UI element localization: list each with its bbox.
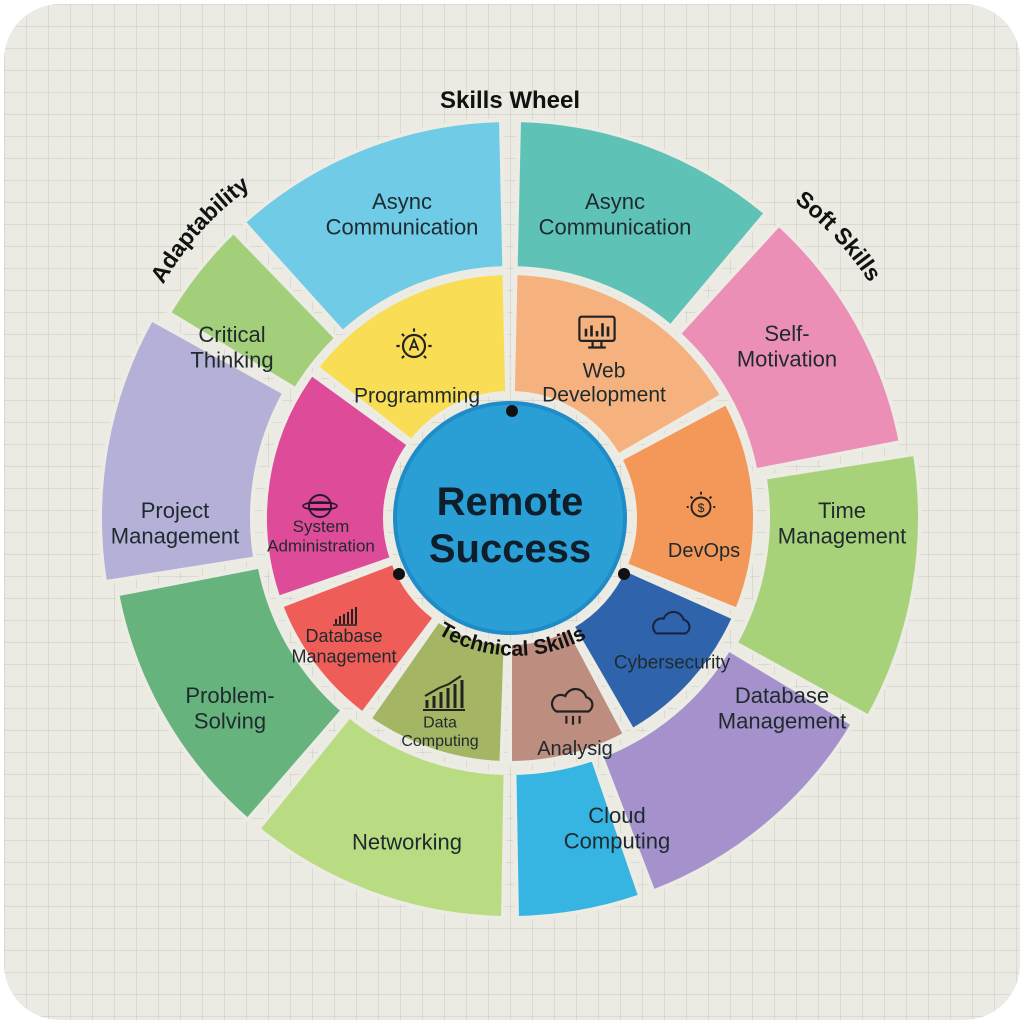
outer-segment-label: Thinking: [190, 347, 273, 372]
outer-segment-label: Critical: [198, 322, 265, 347]
outer-segment-label: Database: [735, 683, 829, 708]
outer-segment-shape: [512, 757, 643, 920]
outer-segment-label: Async: [585, 189, 645, 214]
outer-segment-problem-solving: Problem-Solving: [115, 564, 345, 822]
inner-segment-label: Development: [542, 383, 666, 406]
bar-chart-icon: [423, 675, 465, 711]
inner-segment-label: DevOps: [668, 540, 740, 562]
outer-segment-label: Project: [141, 498, 209, 523]
outer-segment-self-motivation: Self-Motivation: [676, 222, 903, 473]
outer-segment-shape: [115, 564, 345, 822]
cloud-icon: [652, 610, 691, 635]
outer-segment-label: Communication: [539, 214, 692, 239]
outer-segment-shape: [241, 118, 507, 335]
inner-segment-label: System: [293, 517, 350, 536]
center-title-line2: Success: [429, 527, 591, 571]
center-title-line1: Remote: [437, 480, 584, 524]
inner-segment-devops: $ DevOps: [618, 400, 757, 612]
inner-segment-label: Web: [583, 359, 626, 382]
outer-segment-label: Management: [111, 523, 239, 548]
center-circle: [397, 405, 623, 631]
inner-segment-label: Analysig: [537, 738, 613, 760]
bar-chart-small-icon: [333, 607, 357, 626]
outer-segment-label: Networking: [352, 830, 462, 855]
dollar-bulb-icon: $: [686, 491, 716, 518]
center-dot-right: [618, 568, 630, 580]
svg-text:$: $: [698, 501, 705, 515]
center-dot-left: [393, 568, 405, 580]
inner-segment-label: Data: [423, 714, 457, 731]
outer-segment-shape: [733, 451, 922, 719]
inner-segment-analysig: Analysig: [508, 626, 628, 765]
outer-segment-label: Cloud: [588, 803, 645, 828]
inner-segment-label: Programming: [354, 384, 480, 407]
outer-segment-label: Async: [372, 189, 432, 214]
inner-segment-label: Database: [305, 626, 382, 646]
inner-segment-cybersecurity: Cybersecurity: [570, 566, 736, 733]
outer-segment-label: Self-: [764, 321, 809, 346]
outer-segment-shape: [676, 222, 903, 473]
wheel-title: Skills Wheel: [440, 87, 580, 114]
inner-segment-label: Cybersecurity: [614, 653, 731, 674]
inner-segment-label: Computing: [401, 733, 478, 750]
outer-segment-label: Communication: [326, 214, 479, 239]
outer-segment-shape: [166, 229, 339, 392]
inner-segment-shape: [367, 618, 508, 765]
inner-segment-label: Administration: [267, 537, 375, 556]
outer-segment-label: Problem-: [185, 683, 274, 708]
inner-segment-programming: Programming: [314, 271, 510, 444]
inner-segment-shape: [279, 560, 437, 716]
outer-segment-label: Computing: [564, 828, 670, 853]
outer-segment-label: Management: [718, 708, 846, 733]
monitor-chart-icon: [578, 315, 616, 349]
outer-segment-label: Solving: [194, 708, 266, 733]
cloud-rain-icon: [550, 687, 594, 725]
inner-segment-shape: [508, 626, 628, 765]
outer-segment-label: Motivation: [737, 346, 837, 371]
outer-segment-label: Management: [778, 523, 906, 548]
outer-segment-shape: [98, 317, 287, 585]
outer-segment-shape: [256, 714, 508, 920]
inner-segment-shape: [570, 566, 736, 733]
lightbulb-icon: [396, 328, 432, 359]
center-dot-top: [506, 405, 518, 417]
outer-segment-networking: Networking: [256, 714, 508, 920]
inner-segment-label: Management: [291, 647, 396, 667]
outer-segment-shape: [599, 647, 855, 894]
outer-segment-shape: [513, 118, 768, 329]
outer-segment-label: Time: [818, 498, 866, 523]
planet-icon: [302, 494, 338, 518]
inner-segment-shape: [263, 371, 411, 600]
inner-segment-shape: [510, 271, 725, 458]
